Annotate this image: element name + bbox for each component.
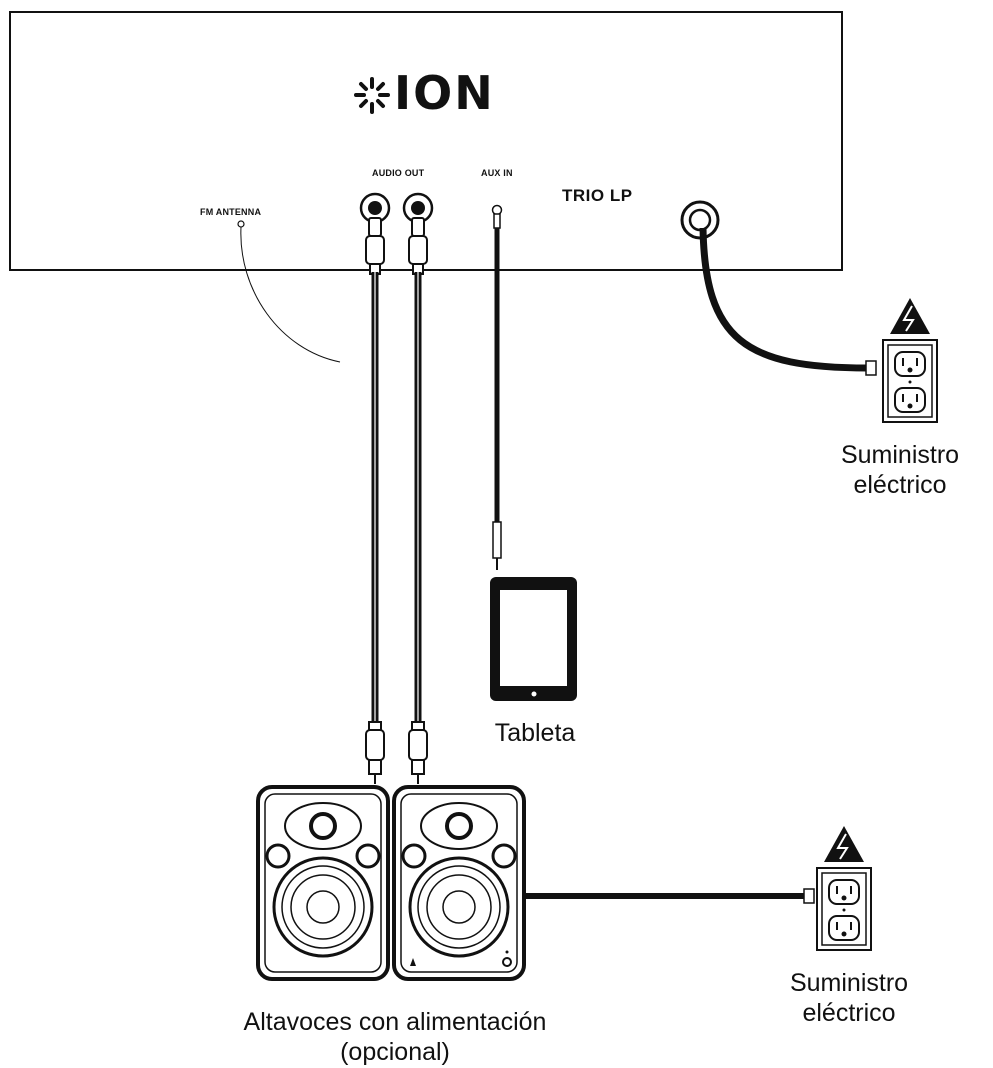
outlet-bottom-line1: Suministro	[789, 969, 909, 997]
ion-logo-icon	[354, 77, 390, 114]
speakers-caption: Altavoces con alimentación (opcional)	[190, 1007, 600, 1067]
speakers-line1: Altavoces con alimentación	[243, 1008, 547, 1036]
tablet-caption: Tableta	[494, 719, 576, 747]
rca-plug-top	[365, 217, 428, 275]
high-voltage-warning-icon	[890, 298, 930, 334]
speaker-icon	[256, 785, 390, 981]
device-rear-panel	[9, 11, 843, 271]
fm-antenna-label: FM ANTENNA	[200, 207, 262, 217]
aux-jack-icon	[491, 204, 503, 570]
brand-logo-text: ION	[394, 66, 495, 120]
wall-outlet-icon	[803, 867, 872, 951]
wall-outlet-icon	[865, 339, 938, 423]
power-cable-top	[699, 227, 869, 372]
fm-antenna	[237, 220, 341, 363]
aux-in-label: AUX IN	[481, 168, 513, 178]
outlet-top-line2: eléctrico	[853, 471, 947, 499]
tablet-icon	[490, 577, 577, 701]
speaker-icon	[392, 785, 526, 981]
rca-cable	[371, 272, 422, 722]
outlet-top-line1: Suministro	[840, 441, 960, 469]
audio-out-label: AUDIO OUT	[372, 168, 425, 178]
rca-cable-highlight	[374, 272, 419, 722]
model-name: TRIO LP	[562, 186, 633, 205]
high-voltage-warning-icon	[824, 826, 864, 862]
outlet-bottom-caption: Suministro eléctrico	[774, 968, 924, 1028]
outlet-bottom-line2: eléctrico	[802, 999, 896, 1027]
rca-plug-bottom	[365, 721, 428, 784]
speakers-line2: (opcional)	[340, 1038, 450, 1066]
outlet-top-caption: Suministro eléctrico	[830, 440, 970, 500]
rca-jack-icon	[359, 192, 434, 224]
